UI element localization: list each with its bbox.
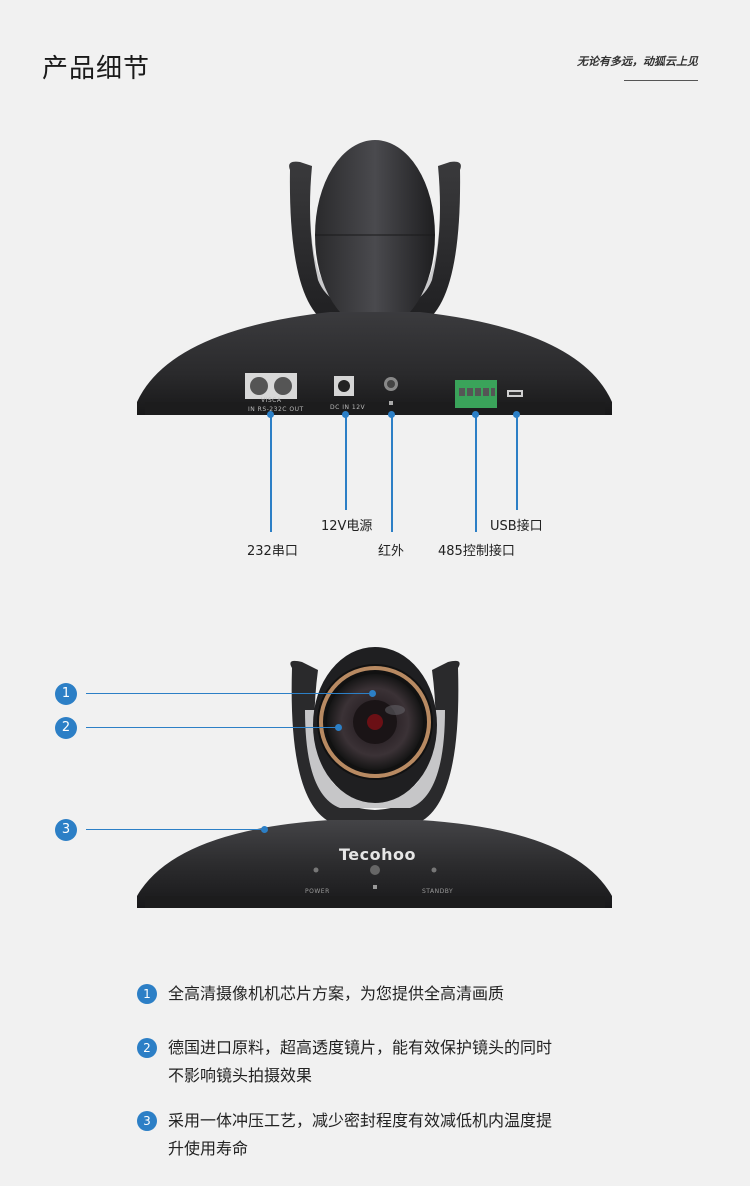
feature-line: 不影响镜头拍摄效果 [168, 1066, 313, 1085]
feature-number: 2 [137, 1038, 157, 1058]
feature-line: 德国进口原料，超高透度镜片，能有效保护镜头的同时 [168, 1038, 553, 1057]
power-label: POWER [305, 888, 330, 895]
callout-label-ir: 红外 [378, 544, 405, 559]
feature-line: 全高清摄像机机芯片方案，为您提供全高清画质 [168, 984, 505, 1003]
callout-label-usb: USB接口 [490, 519, 543, 534]
visca-label: VISCA [261, 397, 282, 404]
marker-1: 1 [55, 683, 77, 705]
slogan-underline [624, 80, 698, 81]
callout-label-rs485: 485控制接口 [438, 544, 515, 559]
marker-line-2 [86, 727, 338, 728]
callout-line [516, 415, 518, 510]
feature-line: 采用一体冲压工艺，减少密封程度有效减低机内温度提 [168, 1111, 553, 1130]
marker-2: 2 [55, 717, 77, 739]
feature-item-3: 采用一体冲压工艺，减少密封程度有效减低机内温度提 升使用寿命 [168, 1107, 608, 1163]
slogan: 无论有多远，动狐云上见 [577, 55, 698, 68]
callout-label-power: 12V电源 [321, 519, 373, 534]
callout-line [475, 415, 477, 532]
feature-line: 升使用寿命 [168, 1139, 249, 1158]
feature-number: 1 [137, 984, 157, 1004]
camera-rear-image [137, 140, 612, 415]
marker-3: 3 [55, 819, 77, 841]
feature-item-2: 德国进口原料，超高透度镜片，能有效保护镜头的同时 不影响镜头拍摄效果 [168, 1034, 608, 1090]
marker-dot-1 [369, 690, 376, 697]
callout-label-rs232: 232串口 [247, 544, 298, 559]
callout-line [391, 415, 393, 532]
camera-front-image [137, 647, 612, 908]
marker-dot-3 [261, 826, 268, 833]
callout-dot [267, 411, 274, 418]
inout-label: IN RS-232C OUT [248, 406, 304, 413]
dc-label: DC IN 12V [330, 404, 366, 411]
callout-dot [472, 411, 479, 418]
feature-item-1: 全高清摄像机机芯片方案，为您提供全高清画质 [168, 980, 608, 1008]
callout-dot [388, 411, 395, 418]
standby-label: STANDBY [422, 888, 454, 895]
marker-line-1 [86, 693, 372, 694]
marker-line-3 [86, 829, 264, 830]
callout-line [345, 415, 347, 510]
feature-number: 3 [137, 1111, 157, 1131]
brand-logo-text: Tecohoo [339, 845, 416, 864]
callout-dot [342, 411, 349, 418]
page-title: 产品细节 [42, 54, 151, 84]
callout-dot [513, 411, 520, 418]
marker-dot-2 [335, 724, 342, 731]
callout-line [270, 415, 272, 532]
